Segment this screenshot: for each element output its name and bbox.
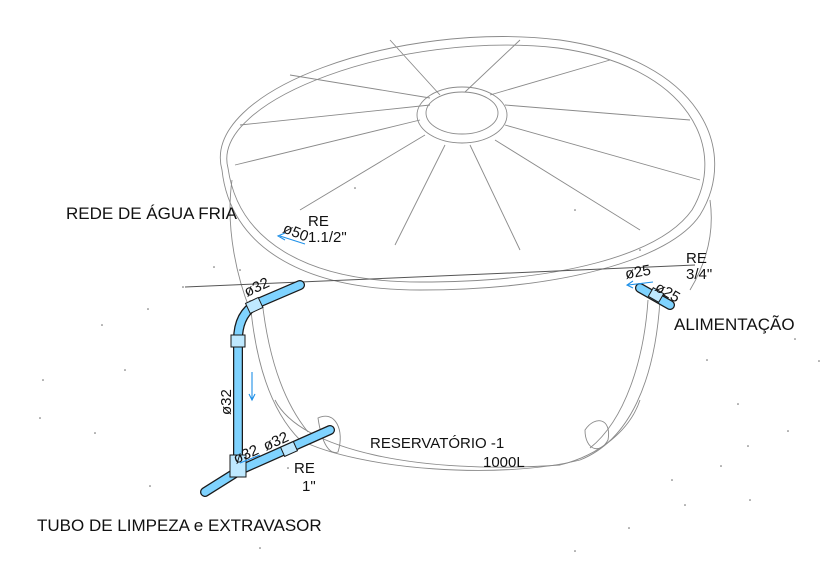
dim-d32-vertical: ø32: [218, 389, 235, 415]
tank-wall-left-upper: [229, 179, 251, 311]
flow-arrows: [239, 232, 654, 464]
tank-base-ring: [274, 399, 641, 468]
label-rede-agua-fria: REDE DE ÁGUA FRIA: [66, 204, 238, 223]
tank-lid-outline: [219, 36, 716, 291]
dim-re-top-2: 1.1/2": [308, 229, 347, 246]
water-tank: [184, 36, 716, 471]
rim-line: [184, 264, 696, 288]
tank-body-inner-right: [589, 299, 649, 449]
tee-fitting: [229, 454, 247, 478]
lid-ribs: [234, 39, 701, 251]
dim-re-top-1: RE: [308, 213, 329, 230]
tank-body: [249, 299, 661, 471]
fitting-elbow-lower: [230, 334, 246, 348]
dim-re-right-1: RE: [686, 250, 707, 267]
label-tubo-limpeza: TUBO DE LIMPEZA e EXTRAVASOR: [37, 516, 322, 535]
dim-d50: ø50: [281, 220, 311, 245]
fitting-elbow-upper: [244, 296, 264, 315]
pipe-network: [200, 232, 675, 497]
label-reservatorio-capacity: 1000L: [483, 454, 525, 471]
label-reservatorio-name: RESERVATÓRIO -1: [370, 435, 504, 452]
side-opening-right: [584, 420, 610, 450]
dim-d25-a: ø25: [624, 262, 652, 283]
cleaning-union: [279, 440, 299, 458]
lid-hub-inner: [425, 91, 499, 135]
dim-re-bottom-2: 1": [302, 478, 316, 495]
dim-re-bottom-1: RE: [294, 460, 315, 477]
background-specks: [39, 187, 820, 552]
lid-hub: [416, 86, 508, 144]
tank-wall-right-upper: [689, 199, 712, 291]
dim-re-right-2: 3/4": [686, 266, 712, 283]
annotations: REDE DE ÁGUA FRIA RE 1.1/2" ø50 ø32 ø32 …: [37, 204, 795, 535]
tank-body-inner-left: [261, 299, 309, 433]
inlet-fitting: [647, 286, 665, 304]
tank-lid-inner: [226, 44, 706, 283]
label-alimentacao: ALIMENTAÇÃO: [674, 315, 795, 334]
